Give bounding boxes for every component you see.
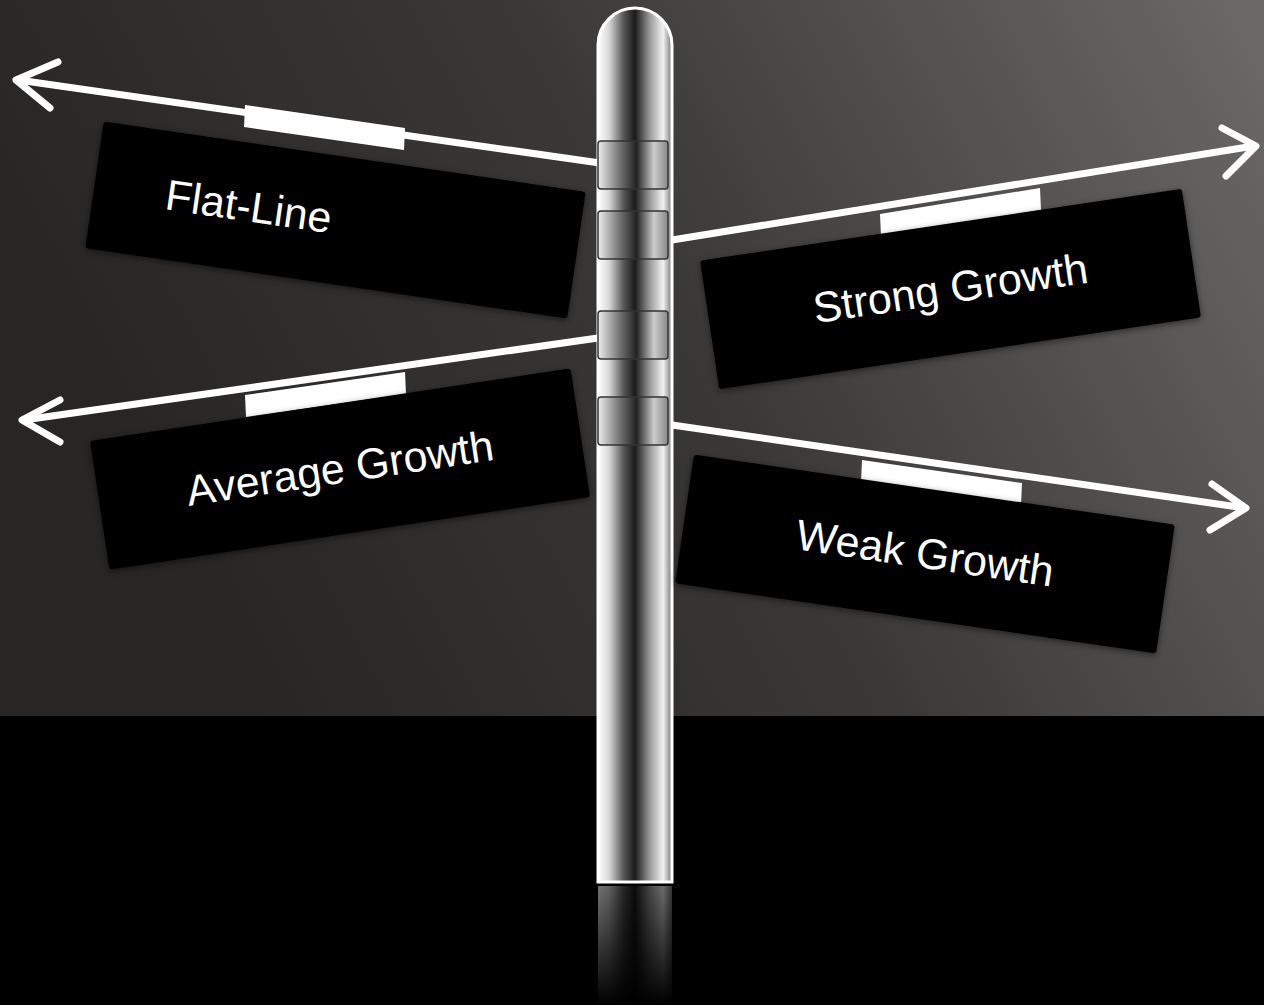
pole-clamps <box>598 141 668 445</box>
sign-label: Strong Growth <box>809 245 1090 333</box>
direction-sign: Flat-Line <box>85 122 585 319</box>
sign-label: Flat-Line <box>162 172 334 243</box>
direction-sign: Average Growth <box>90 368 590 569</box>
sign-label: Weak Growth <box>793 512 1057 596</box>
direction-sign: Strong Growth <box>700 189 1201 390</box>
pole-reflection <box>598 886 672 1005</box>
direction-sign: Weak Growth <box>675 455 1175 654</box>
sign-label: Average Growth <box>183 422 497 515</box>
sign-pole <box>598 8 672 882</box>
